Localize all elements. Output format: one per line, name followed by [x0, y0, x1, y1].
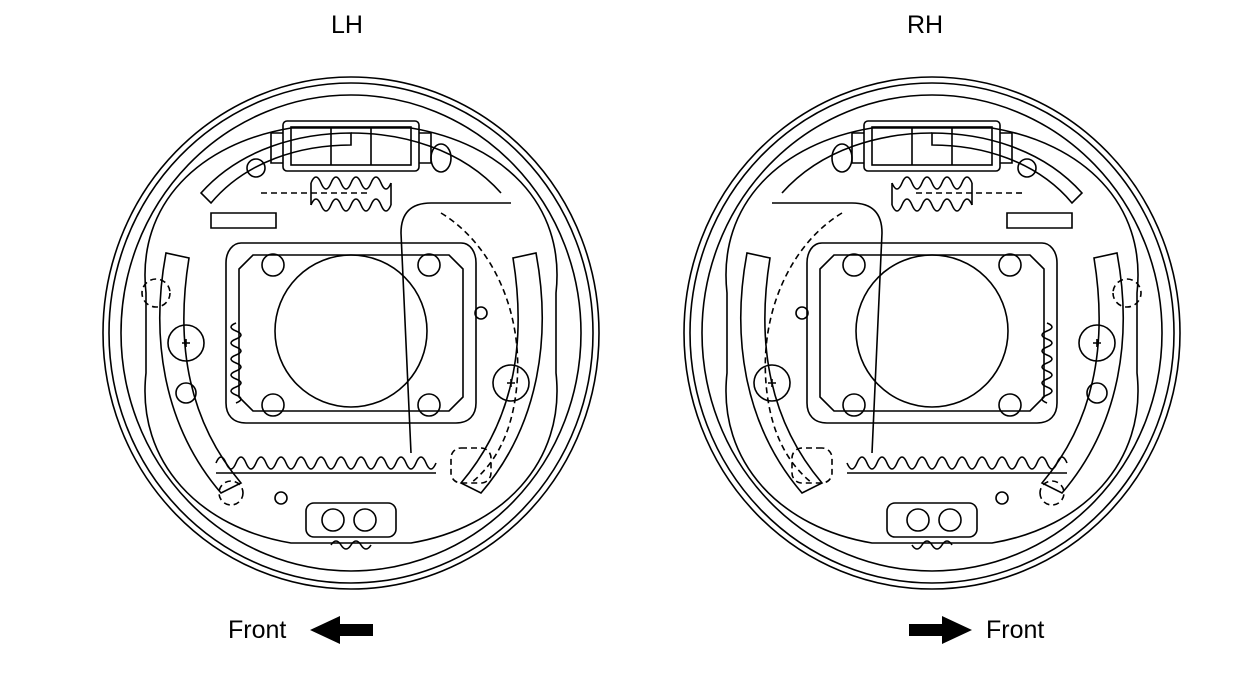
front-arrow-left-icon [310, 616, 373, 644]
lh-title: LH [331, 11, 363, 39]
rh-title: RH [907, 11, 944, 39]
lh-brake-assembly [102, 76, 600, 590]
front-label-right: Front [986, 616, 1045, 644]
front-arrow-right-icon [909, 616, 972, 644]
rh-brake-assembly [683, 76, 1181, 590]
front-label-left: Front [228, 616, 287, 644]
